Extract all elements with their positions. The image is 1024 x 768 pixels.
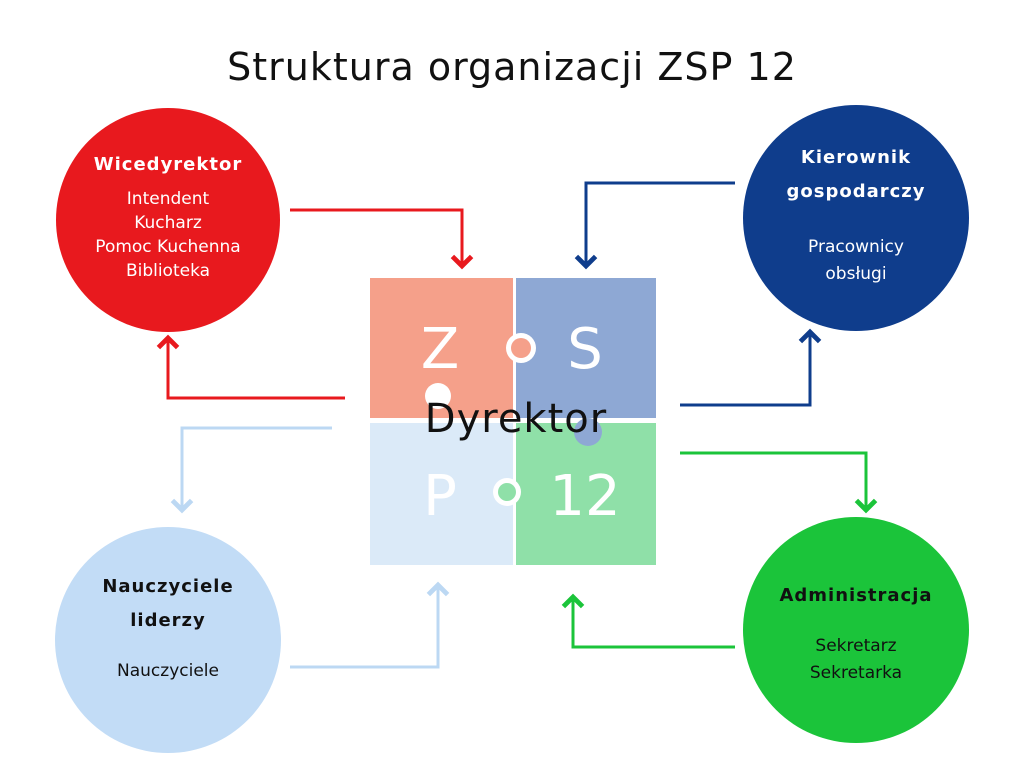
- puzzle-knob: [574, 418, 602, 446]
- node-circle: [56, 108, 280, 332]
- node-heading: Wicedyrektor: [94, 154, 242, 175]
- node-item: Sekretarz: [815, 636, 896, 656]
- node-item: Biblioteka: [126, 261, 210, 281]
- node-circle: [743, 105, 969, 331]
- arrow-icon: [290, 581, 450, 669]
- arrow-icon: [156, 334, 345, 400]
- arrow-icon: [680, 328, 822, 407]
- puzzle-knob: [425, 383, 451, 409]
- node-item: Nauczyciele: [117, 661, 219, 681]
- node-kierownik: Kierownik gospodarczy Pracownicy obsługi: [743, 105, 969, 331]
- node-circle: [743, 517, 969, 743]
- puzzle-letter-p: P: [423, 464, 457, 529]
- arrow-icon: [561, 593, 735, 649]
- puzzle-knob: [511, 338, 531, 358]
- arrow-icon: [290, 208, 474, 270]
- puzzle-knob: [498, 483, 516, 501]
- center-label: Dyrektor: [425, 396, 607, 442]
- node-item: obsługi: [825, 264, 886, 284]
- puzzle-letter-s: S: [567, 317, 603, 382]
- node-heading: gospodarczy: [786, 181, 925, 202]
- arrow-icon: [680, 451, 878, 514]
- puzzle-piece-12: [516, 423, 656, 565]
- puzzle-piece-p: [370, 423, 513, 565]
- center-puzzle: Z S P 12 Dyrektor: [370, 278, 656, 565]
- node-heading: liderzy: [130, 610, 206, 631]
- puzzle-letter-z: Z: [421, 317, 459, 382]
- node-item: Kucharz: [134, 213, 202, 233]
- puzzle-letter-12: 12: [549, 464, 620, 529]
- arrow-icon: [170, 426, 332, 514]
- node-item: Intendent: [127, 189, 210, 209]
- node-heading: Administracja: [779, 585, 932, 606]
- puzzle-piece-s: [516, 278, 656, 418]
- node-heading: Kierownik: [801, 147, 911, 168]
- node-item: Sekretarka: [810, 663, 902, 683]
- node-administracja: Administracja Sekretarz Sekretarka: [743, 517, 969, 743]
- node-nauczyciele: Nauczyciele liderzy Nauczyciele: [55, 527, 281, 753]
- node-wicedyrektor: Wicedyrektor Intendent Kucharz Pomoc Kuc…: [56, 108, 280, 332]
- diagram-title: Struktura organizacji ZSP 12: [227, 45, 797, 89]
- node-item: Pracownicy: [808, 237, 904, 257]
- node-heading: Nauczyciele: [102, 576, 233, 597]
- node-circle: [55, 527, 281, 753]
- node-item: Pomoc Kuchenna: [95, 237, 240, 257]
- arrow-icon: [574, 181, 735, 270]
